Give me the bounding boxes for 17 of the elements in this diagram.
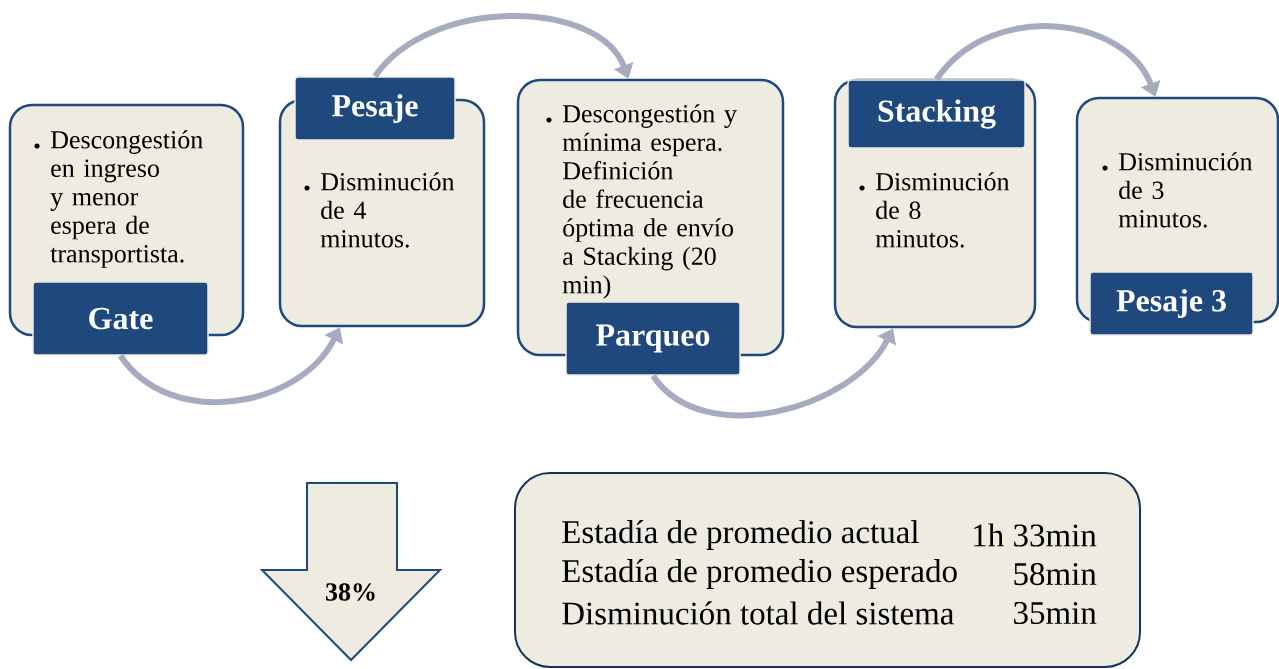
heading-tab: Pesaje 3 xyxy=(1089,271,1254,336)
heading-tab: Stacking xyxy=(847,79,1026,149)
bullet-text: Disminución de 3 minutos. xyxy=(1118,152,1253,228)
bullet-text: Descongestión y mínima espera. Definición de frecuencia óptima de envío a Stacking (20 min) xyxy=(562,104,737,299)
bullet-text: Disminución de 8 minutos. xyxy=(875,172,1010,248)
bullet-text: Descongestión en ingreso y menor espera de transportista. xyxy=(50,130,203,268)
heading-tab: Parqueo xyxy=(565,301,741,376)
summary-text: Disminución total del sistema xyxy=(562,601,954,625)
summary-text: Estadía de promedio actual xyxy=(562,520,919,550)
summary-value: 1h 33min xyxy=(974,523,1097,547)
summary-value: 58min xyxy=(1014,562,1097,586)
curved-arrow xyxy=(372,13,634,79)
summary-text: Estadía de promedio esperado xyxy=(562,559,957,589)
summary-value: 35min xyxy=(1014,601,1097,625)
heading-tab: Pesaje xyxy=(294,76,456,141)
heading-tab: Gate xyxy=(32,281,209,356)
bullet-text: Disminución de 4 minutos. xyxy=(320,172,455,248)
